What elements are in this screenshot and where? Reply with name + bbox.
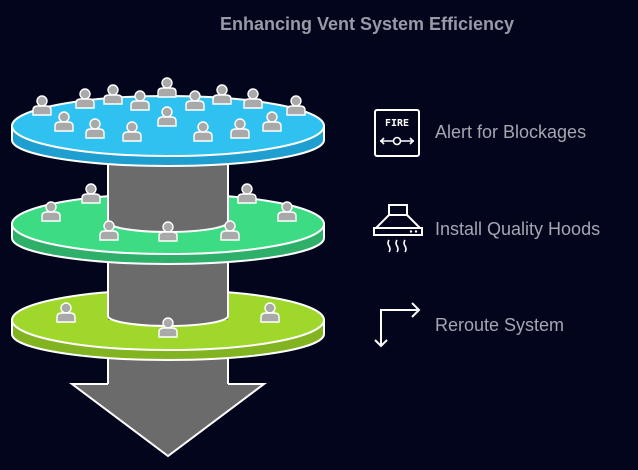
diagram-title: Enhancing Vent System Efficiency bbox=[219, 14, 515, 34]
reroute-arrow-icon bbox=[374, 302, 421, 348]
range-hood-icon bbox=[373, 204, 423, 253]
label-alert-for-blockages: Alert for Blockages bbox=[435, 122, 587, 142]
label-reroute-system: Reroute System bbox=[435, 315, 565, 335]
down-arrow-head bbox=[69, 383, 267, 458]
fire-icon-text: FIRE bbox=[385, 118, 409, 129]
label-install-quality-hoods: Install Quality Hoods bbox=[435, 219, 601, 239]
fire-alarm-icon: FIRE bbox=[374, 109, 420, 157]
